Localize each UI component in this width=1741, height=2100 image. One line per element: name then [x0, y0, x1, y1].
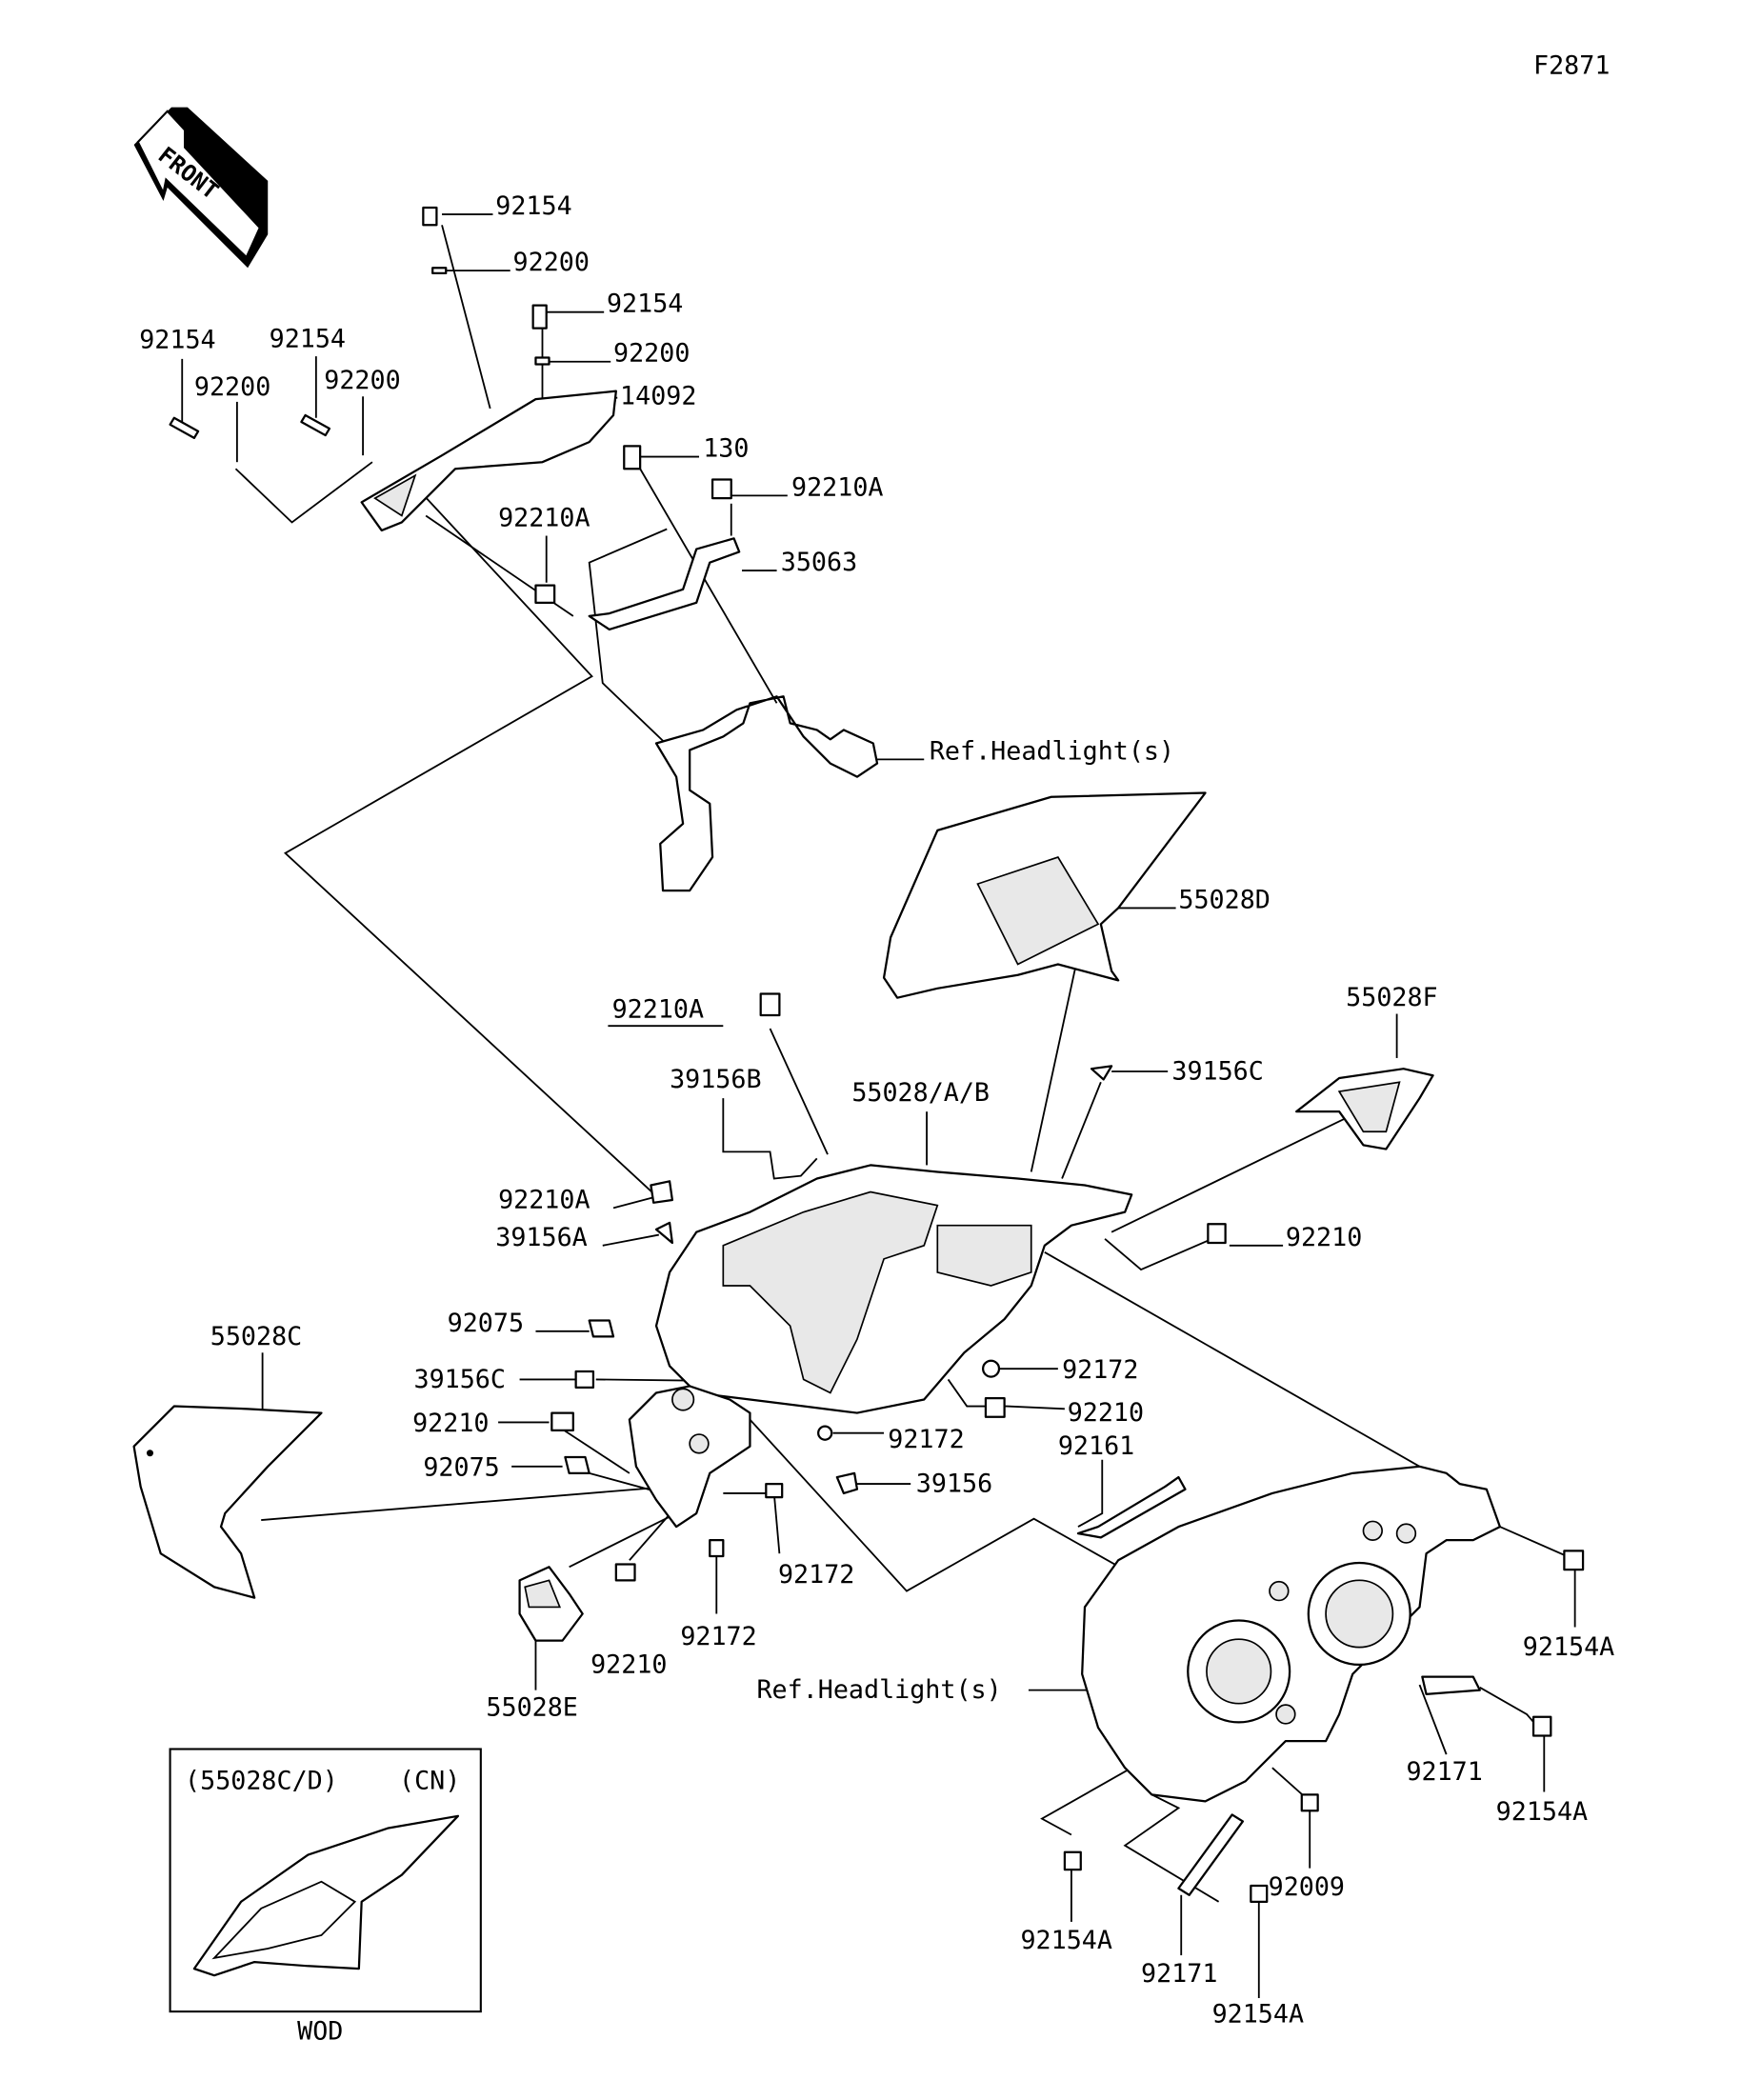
part-35063-stay [588, 537, 741, 631]
label-92210A[interactable]: 92210A [791, 472, 883, 502]
label-130[interactable]: 130 [703, 434, 749, 464]
label-39156B[interactable]: 39156B [670, 1065, 761, 1094]
label-92210A[interactable]: 92210A [498, 1185, 590, 1214]
label-55028-A-B[interactable]: 55028/A/B [851, 1078, 990, 1108]
part-labels: 92154 92200 92154 92200 92154 92154 9220… [139, 191, 1614, 2029]
label-92154A[interactable]: 92154A [1020, 1926, 1111, 1955]
part-55028F-duct [1295, 1068, 1434, 1150]
label-35063[interactable]: 35063 [781, 548, 857, 577]
label-92154A[interactable]: 92154A [1496, 1797, 1588, 1827]
label-92171[interactable]: 92171 [1141, 1959, 1217, 1989]
label-92172[interactable]: 92172 [1062, 1355, 1138, 1385]
label-92200[interactable]: 92200 [613, 339, 690, 369]
label-92161[interactable]: 92161 [1058, 1431, 1134, 1461]
label-92154A[interactable]: 92154A [1212, 1999, 1304, 2029]
label-92009[interactable]: 92009 [1269, 1872, 1345, 1902]
label-92200[interactable]: 92200 [324, 366, 400, 395]
inset-caption: WOD [297, 2017, 343, 2047]
label-92075[interactable]: 92075 [448, 1309, 524, 1338]
label-92154[interactable]: 92154 [270, 324, 346, 353]
label-14092[interactable]: 14092 [620, 382, 696, 411]
label-92154[interactable]: 92154 [139, 326, 215, 355]
label-92200[interactable]: 92200 [513, 248, 590, 277]
label-92210A[interactable]: 92210A [612, 995, 704, 1025]
part-headlight-assembly [1081, 1465, 1502, 1803]
label-92171[interactable]: 92171 [1406, 1757, 1482, 1787]
label-92172[interactable]: 92172 [778, 1560, 854, 1590]
inset-box: (55028C/D) (CN) WOD [169, 1748, 482, 2047]
inset-region: (CN) [399, 1767, 460, 1796]
label-92154[interactable]: 92154 [607, 290, 683, 319]
part-inner-bracket [628, 1385, 751, 1529]
part-92171-band [1177, 1675, 1481, 1896]
label-39156C[interactable]: 39156C [414, 1365, 506, 1394]
label-ref-headlight[interactable]: Ref.Headlight(s) [930, 736, 1174, 766]
figure-code: F2871 [1533, 50, 1610, 80]
part-14092-cover-bracket [360, 390, 617, 532]
part-92161-harness [1076, 1475, 1187, 1539]
label-55028E[interactable]: 55028E [486, 1692, 577, 1722]
part-55028D-side-panel [882, 791, 1207, 999]
label-92154A[interactable]: 92154A [1523, 1632, 1614, 1662]
label-92210[interactable]: 92210 [412, 1409, 489, 1438]
part-55028C-side-cover [132, 1405, 323, 1599]
label-55028C[interactable]: 55028C [210, 1322, 302, 1351]
label-92210[interactable]: 92210 [1068, 1398, 1144, 1428]
label-92200[interactable]: 92200 [194, 372, 270, 402]
label-55028D[interactable]: 55028D [1178, 885, 1270, 914]
label-39156A[interactable]: 39156A [495, 1223, 587, 1252]
label-92154[interactable]: 92154 [495, 191, 571, 221]
fasteners [169, 206, 1585, 1903]
label-ref-headlight[interactable]: Ref.Headlight(s) [756, 1675, 1001, 1705]
label-92210[interactable]: 92210 [1286, 1223, 1362, 1252]
label-39156C[interactable]: 39156C [1171, 1056, 1263, 1086]
part-55028E-cover [518, 1566, 584, 1642]
part-headlight-stay [654, 695, 879, 892]
label-92172[interactable]: 92172 [888, 1425, 964, 1454]
inset-model: (55028C/D) [185, 1767, 338, 1796]
label-92210A[interactable]: 92210A [498, 504, 590, 533]
front-arrow-icon: FRONT [133, 107, 269, 269]
label-92075[interactable]: 92075 [423, 1453, 499, 1483]
label-92172[interactable]: 92172 [680, 1622, 756, 1651]
label-55028F[interactable]: 55028F [1346, 983, 1437, 1012]
label-92210[interactable]: 92210 [590, 1650, 667, 1679]
label-39156[interactable]: 39156 [916, 1470, 992, 1499]
part-55028-upper-cowl [654, 1164, 1133, 1414]
